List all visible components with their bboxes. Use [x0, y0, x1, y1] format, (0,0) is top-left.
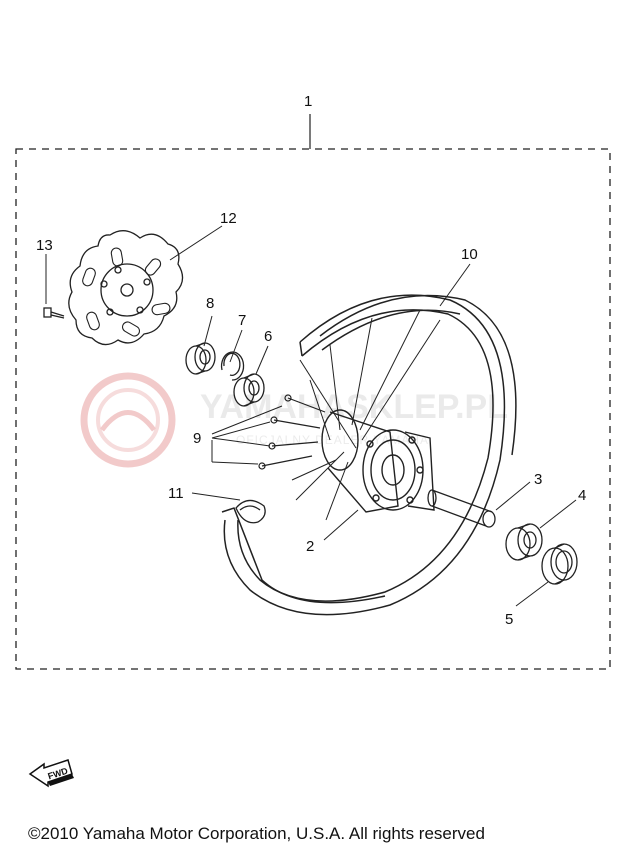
- callout-8: 8: [206, 295, 214, 312]
- callout-5: 5: [505, 611, 513, 628]
- watermark-subtext: OFICJALNY DEALER YAMAHA: [236, 433, 429, 447]
- oil-seal-5: [541, 543, 578, 585]
- disc-bolt: [43, 307, 65, 319]
- watermark: YAMAHASKLEP.PL OFICJALNY DEALER YAMAHA: [80, 372, 508, 468]
- callout-3: 3: [534, 471, 542, 488]
- callout-4: 4: [578, 487, 586, 504]
- brake-disc: [68, 230, 184, 346]
- spacer-collar: [427, 489, 496, 528]
- fwd-arrow-icon: FWD: [28, 759, 74, 788]
- leader-lines: [45, 225, 577, 607]
- wheel-hub: [321, 409, 435, 513]
- bearing-4: [505, 523, 543, 561]
- callout-2: 2: [306, 538, 314, 555]
- callout-13: 13: [36, 237, 53, 254]
- bearing-8: [185, 342, 216, 375]
- copyright-notice: ©2010 Yamaha Motor Corporation, U.S.A. A…: [28, 824, 485, 843]
- callout-7: 7: [238, 312, 246, 329]
- rim-band: [235, 499, 266, 524]
- callout-6: 6: [264, 328, 272, 345]
- spoke-set: [258, 394, 326, 470]
- callout-11: 11: [168, 485, 184, 502]
- assembly-boundary: [15, 148, 611, 670]
- oil-seal-6: [233, 373, 265, 407]
- callout-10: 10: [461, 246, 478, 263]
- callout-12: 12: [220, 210, 237, 227]
- wheel-rim: [221, 294, 517, 616]
- wheel-spokes: [291, 309, 441, 521]
- callout-9: 9: [193, 430, 201, 447]
- callout-1: 1: [304, 93, 312, 110]
- circlip-7: [220, 351, 245, 381]
